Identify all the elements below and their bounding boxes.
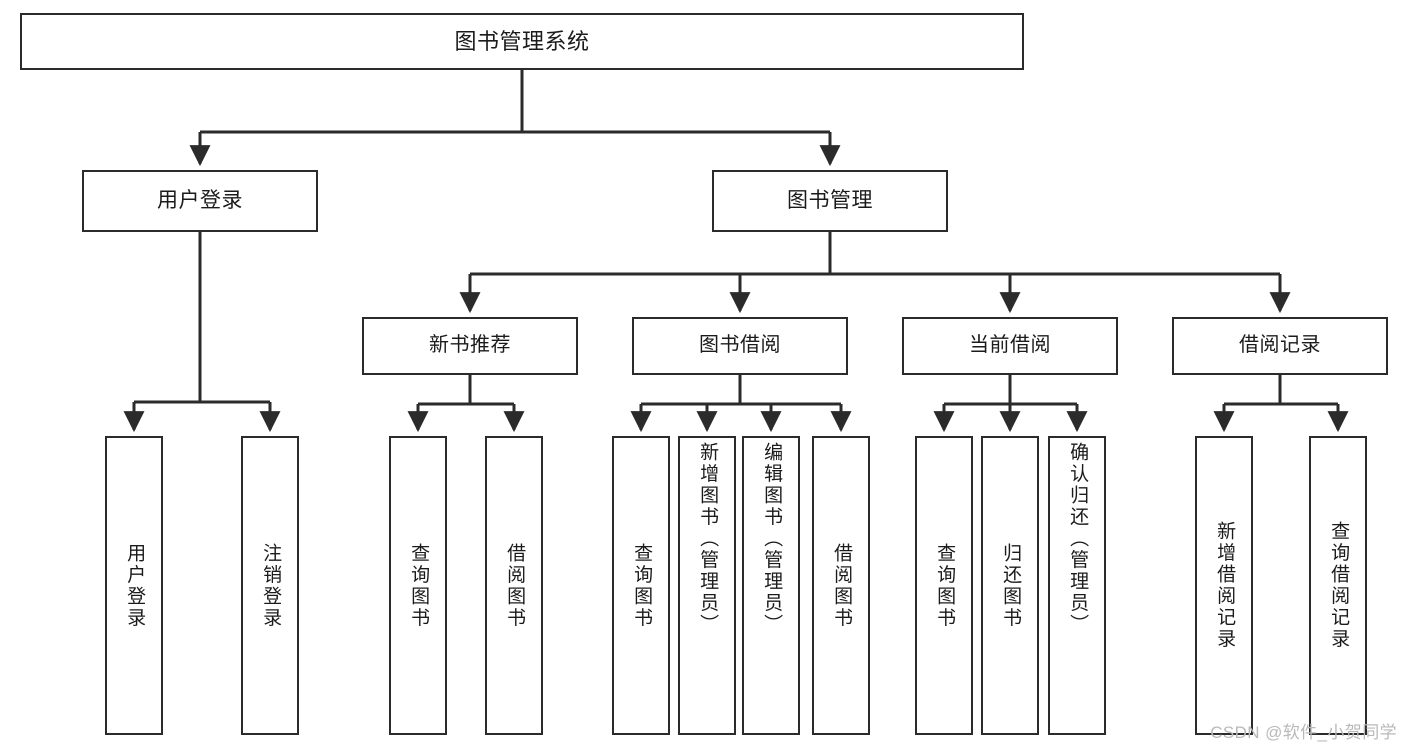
- leaf-query-book-current[interactable]: 查询图书: [915, 436, 973, 735]
- node-label: 借阅图书: [831, 542, 853, 629]
- node-label: 用户登录: [124, 542, 146, 629]
- watermark-text: CSDN @软件_小贺同学: [1210, 723, 1397, 742]
- node-book-management[interactable]: 图书管理: [712, 170, 948, 232]
- node-label: 确认归还（管理员）: [1067, 442, 1089, 636]
- node-label: 注销登录: [260, 542, 282, 629]
- leaf-return-book[interactable]: 归还图书: [981, 436, 1039, 735]
- node-label: 新书推荐: [429, 334, 511, 357]
- node-label: 用户登录: [157, 188, 243, 212]
- leaf-add-book-admin[interactable]: 新增图书（管理员）: [678, 436, 736, 735]
- leaf-user-login[interactable]: 用户登录: [105, 436, 163, 735]
- node-current-borrow[interactable]: 当前借阅: [902, 317, 1118, 375]
- leaf-query-book-newbook[interactable]: 查询图书: [389, 436, 447, 735]
- leaf-borrow-book-newbook[interactable]: 借阅图书: [485, 436, 543, 735]
- node-label: 查询借阅记录: [1328, 521, 1350, 650]
- node-label: 新增借阅记录: [1214, 521, 1236, 650]
- node-label: 查询图书: [934, 542, 956, 629]
- node-root-book-management-system[interactable]: 图书管理系统: [20, 13, 1024, 70]
- node-label: 图书管理系统: [454, 28, 590, 54]
- leaf-query-borrow-record[interactable]: 查询借阅记录: [1309, 436, 1367, 735]
- leaf-confirm-return-admin[interactable]: 确认归还（管理员）: [1048, 436, 1106, 735]
- node-label: 图书借阅: [699, 334, 781, 357]
- node-label: 编辑图书（管理员）: [761, 442, 783, 636]
- leaf-query-book-borrow[interactable]: 查询图书: [612, 436, 670, 735]
- node-book-borrow[interactable]: 图书借阅: [632, 317, 848, 375]
- node-borrow-record[interactable]: 借阅记录: [1172, 317, 1388, 375]
- leaf-edit-book-admin[interactable]: 编辑图书（管理员）: [742, 436, 800, 735]
- node-label: 新增图书（管理员）: [697, 442, 719, 636]
- node-user-login[interactable]: 用户登录: [82, 170, 318, 232]
- node-label: 当前借阅: [969, 334, 1051, 357]
- node-label: 归还图书: [1000, 542, 1022, 629]
- node-new-book-recommend[interactable]: 新书推荐: [362, 317, 578, 375]
- node-label: 查询图书: [408, 542, 430, 629]
- node-label: 图书管理: [787, 188, 873, 212]
- leaf-borrow-book[interactable]: 借阅图书: [812, 436, 870, 735]
- node-label: 借阅记录: [1239, 334, 1321, 357]
- leaf-add-borrow-record[interactable]: 新增借阅记录: [1195, 436, 1253, 735]
- node-label: 查询图书: [631, 542, 653, 629]
- leaf-logout[interactable]: 注销登录: [241, 436, 299, 735]
- node-label: 借阅图书: [504, 542, 526, 629]
